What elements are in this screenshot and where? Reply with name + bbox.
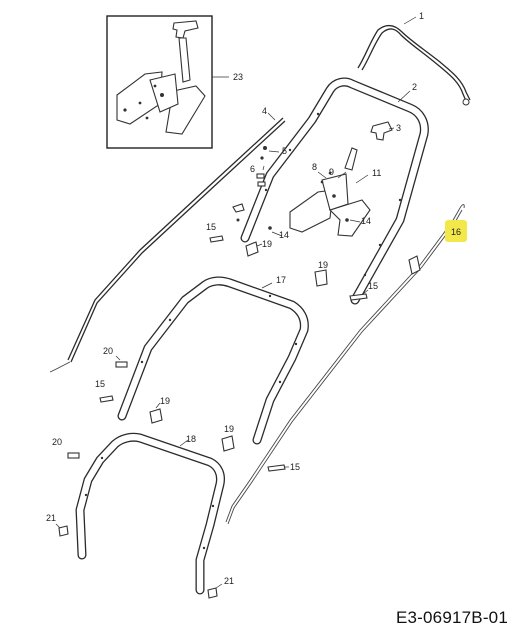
- callout-15-b: 15: [368, 281, 378, 291]
- part-2-upper-handle: [240, 77, 429, 305]
- callout-8: 8: [312, 162, 317, 172]
- callout-16: 16: [451, 227, 461, 237]
- callout-19-b: 19: [318, 260, 328, 270]
- callout-21-b: 21: [224, 576, 234, 586]
- callout-3: 3: [396, 123, 401, 133]
- callout-18: 18: [186, 434, 196, 444]
- part-1-control-cable-bar: [357, 16, 471, 106]
- callout-9: 9: [329, 167, 334, 177]
- callout-6: 6: [250, 164, 255, 174]
- callout-15-a: 15: [206, 222, 216, 232]
- callout-19-c: 19: [160, 396, 170, 406]
- parts-15-bolts: [99, 235, 369, 472]
- callout-2: 2: [412, 82, 417, 92]
- callout-4: 4: [262, 106, 267, 116]
- callout-11: 11: [372, 168, 381, 178]
- callout-19-d: 19: [224, 424, 234, 434]
- callout-14-a: 14: [279, 230, 289, 240]
- part-4-long-cable: [49, 112, 286, 373]
- inset-detail-23: [106, 15, 229, 149]
- document-code: E3-06917B-01: [395, 608, 508, 627]
- callout-17: 17: [276, 275, 286, 285]
- bolt-near-upper-handle: [232, 203, 245, 222]
- part-3-knob: [370, 121, 395, 141]
- hardware-5-6: [256, 146, 280, 187]
- callout-23: 23: [233, 72, 243, 82]
- callout-15-d: 15: [290, 462, 300, 472]
- callout-5: 5: [282, 146, 287, 156]
- callout-1: 1: [419, 11, 424, 21]
- part-16-cable: [225, 204, 465, 525]
- callout-20-a: 20: [103, 346, 113, 356]
- parts-19-clips: [149, 241, 328, 452]
- parts-14: [268, 218, 361, 237]
- part-18-lower-handle: [75, 432, 225, 595]
- callout-20-b: 20: [52, 437, 62, 447]
- control-bracket-assembly: [289, 147, 371, 237]
- callout-15-c: 15: [95, 379, 105, 389]
- callout-19-a: 19: [262, 239, 272, 249]
- callout-14-b: 14: [361, 216, 371, 226]
- callout-16-highlight: [445, 220, 467, 242]
- parts-21: [55, 523, 223, 599]
- part-17-middle-handle: [117, 276, 309, 445]
- callout-21-a: 21: [46, 513, 56, 523]
- parts-20: [67, 355, 128, 459]
